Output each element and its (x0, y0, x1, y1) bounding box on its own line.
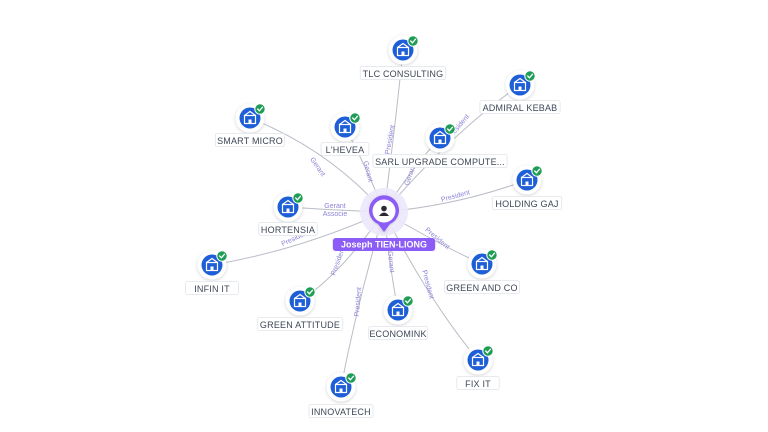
verified-check-icon (531, 165, 543, 177)
company-label[interactable]: FIX IT (456, 376, 500, 390)
relation-label: President (440, 189, 470, 203)
building-icon (205, 257, 219, 272)
building-icon (243, 110, 257, 125)
verified-check-icon (444, 123, 456, 135)
company-label[interactable]: GREEN AND CO (444, 280, 520, 294)
company-label[interactable]: ECONOMINK (368, 326, 428, 340)
center-name-tag[interactable]: Joseph TIEN-LIONG (332, 238, 436, 251)
company-node[interactable]: HORTENSIA (258, 192, 318, 236)
verified-check-icon (524, 70, 536, 82)
company-name: HOLDING GAJ (495, 199, 558, 209)
center-person-node[interactable]: Joseph TIEN-LIONG (332, 188, 436, 251)
company-label[interactable]: INNOVATECH (308, 404, 374, 418)
person-icon (379, 205, 389, 216)
building-icon (471, 352, 485, 367)
building-icon (338, 119, 352, 134)
company-node[interactable]: INNOVATECH (308, 372, 374, 418)
company-name: GREEN ATTITUDE (260, 320, 340, 330)
verified-check-icon (402, 295, 414, 307)
company-name: L'HEVEA (326, 145, 365, 155)
building-icon (281, 199, 295, 214)
building-icon (396, 42, 410, 57)
building-icon (334, 379, 348, 394)
relation-label: President (354, 287, 364, 317)
verified-check-icon (216, 250, 228, 262)
verified-check-icon (486, 249, 498, 261)
company-node[interactable]: FIX IT (456, 345, 500, 390)
building-icon (391, 302, 405, 317)
company-node[interactable]: GREEN ATTITUDE (256, 286, 344, 331)
company-name: GREEN AND CO (446, 283, 517, 293)
verified-check-icon (407, 35, 419, 47)
relation-label: President (385, 125, 397, 155)
company-name: INFIN IT (194, 284, 230, 294)
company-node[interactable]: GREEN AND CO (444, 249, 520, 294)
verified-check-icon (482, 345, 494, 357)
company-label[interactable]: SARL UPGRADE COMPUTE... (372, 154, 508, 168)
building-icon (433, 130, 447, 145)
relation-label: Gerant (324, 203, 345, 210)
company-name: FIX IT (465, 379, 491, 389)
company-name: HORTENSIA (261, 225, 315, 235)
company-node[interactable]: HOLDING GAJ (491, 165, 563, 210)
company-name: ADMIRAL KEBAB (483, 103, 558, 113)
building-icon (520, 172, 534, 187)
building-icon (293, 293, 307, 308)
relation-label: Associe (323, 211, 348, 218)
company-label[interactable]: HORTENSIA (258, 222, 318, 236)
verified-check-icon (254, 103, 266, 115)
company-node[interactable]: SARL UPGRADE COMPUTE... (372, 123, 508, 168)
company-label[interactable]: INFIN IT (184, 281, 239, 295)
relation-label: Gerant (361, 160, 373, 183)
verified-check-icon (304, 286, 316, 298)
company-label[interactable]: SMART MICRO (214, 133, 286, 147)
company-name: INNOVATECH (311, 407, 371, 417)
verified-check-icon (345, 372, 357, 384)
company-name: SARL UPGRADE COMPUTE... (375, 157, 505, 167)
company-name: TLC CONSULTING (363, 69, 444, 79)
company-name: ECONOMINK (369, 329, 426, 339)
relation-label: Gerant (308, 156, 326, 178)
company-label[interactable]: ADMIRAL KEBAB (479, 100, 561, 114)
company-label[interactable]: L'HEVEA (320, 142, 370, 156)
center-name: Joseph TIEN-LIONG (341, 240, 427, 250)
relation-label: President (420, 269, 434, 299)
company-name: SMART MICRO (217, 136, 283, 146)
building-icon (475, 256, 489, 271)
company-node[interactable]: ADMIRAL KEBAB (479, 70, 561, 114)
company-label[interactable]: GREEN ATTITUDE (256, 317, 344, 331)
building-icon (513, 77, 527, 92)
company-node[interactable]: INFIN IT (184, 250, 239, 295)
company-node[interactable]: TLC CONSULTING (359, 35, 447, 80)
company-node[interactable]: SMART MICRO (214, 103, 286, 147)
verified-check-icon (292, 192, 304, 204)
nodes-layer: TLC CONSULTING ADMIRAL KEBAB SMART MICRO L'… (184, 35, 563, 418)
relation-label: Gerant (386, 251, 395, 273)
company-label[interactable]: TLC CONSULTING (359, 66, 447, 80)
verified-check-icon (349, 112, 361, 124)
company-node[interactable]: ECONOMINK (368, 295, 428, 340)
company-label[interactable]: HOLDING GAJ (491, 196, 563, 210)
company-node[interactable]: L'HEVEA (320, 112, 370, 156)
